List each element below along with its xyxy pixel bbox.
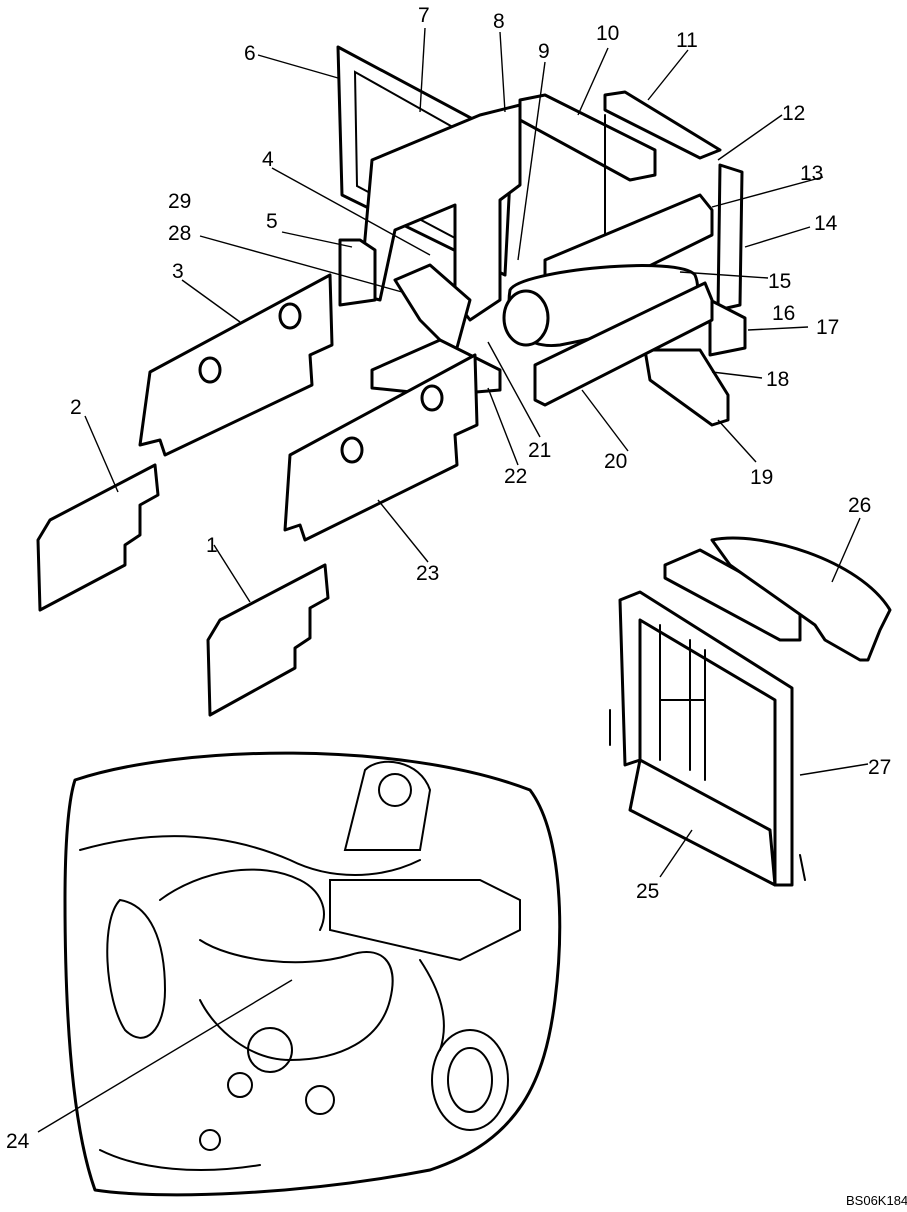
callout-27: 27 [868, 756, 891, 779]
callout-22: 22 [504, 465, 527, 488]
callout-24: 24 [6, 1130, 30, 1153]
callout-13: 13 [800, 162, 823, 185]
side-panel-3 [138, 273, 334, 457]
callout-11: 11 [676, 29, 698, 52]
side-panel-2 [36, 463, 160, 612]
callout-17: 17 [816, 316, 839, 339]
callout-12: 12 [782, 102, 805, 125]
callout-20: 20 [604, 450, 627, 473]
side-panel-23 [283, 353, 479, 542]
callout-23: 23 [416, 562, 439, 585]
callout-18: 18 [766, 368, 789, 391]
callout-10: 10 [596, 22, 619, 45]
callout-26: 26 [848, 494, 871, 517]
callout-5: 5 [266, 210, 278, 233]
callout-3: 3 [172, 260, 184, 283]
callout-28: 28 [168, 222, 191, 245]
callout-1: 1 [206, 534, 218, 557]
callouts: 1 2 3 4 5 6 7 8 9 10 11 12 13 14 15 16 1… [6, 4, 891, 1153]
side-panel-1 [206, 563, 330, 717]
callout-19: 19 [750, 466, 773, 489]
callout-7: 7 [418, 4, 430, 27]
callout-16: 16 [772, 302, 795, 325]
callout-2: 2 [70, 396, 82, 419]
frame-assembly [336, 45, 747, 427]
callout-14: 14 [814, 212, 838, 235]
callout-9: 9 [538, 40, 550, 63]
callout-4: 4 [262, 148, 274, 171]
callout-21: 21 [528, 439, 551, 462]
callout-25: 25 [636, 880, 659, 903]
callout-8: 8 [493, 10, 505, 33]
figure-code: BS06K184 [846, 1193, 907, 1208]
engine [63, 751, 562, 1197]
callout-29: 29 [168, 190, 191, 213]
cab-frame [609, 536, 892, 887]
leader-lines [37, 27, 869, 1133]
callout-15: 15 [768, 270, 791, 293]
callout-6: 6 [244, 42, 256, 65]
